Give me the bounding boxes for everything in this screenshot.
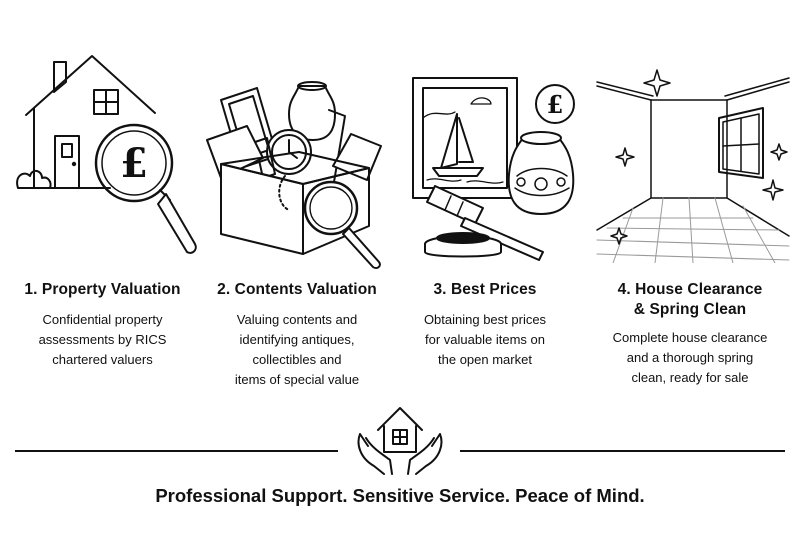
step-2-title: 2. Contents Valuation [217,281,377,298]
step-4-column: 4. House Clearance & Spring Clean Comple… [585,280,795,388]
step-3-desc-line: for valuable items on [425,332,545,347]
pound-coin-text: £ [547,90,564,119]
step-4-desc-line: Complete house clearance [612,330,768,345]
step-3-title: 3. Best Prices [433,281,537,298]
step-3-description: Obtaining best prices for valuable items… [395,310,575,370]
step-1-description: Confidential property assessments by RIC… [0,310,205,370]
step-4-title: 4. House Clearance & Spring Clean [585,280,795,320]
step-3-desc-line: the open market [438,352,532,367]
empty-room-sparkle-icon [593,48,793,263]
pound-symbol-text: £ [120,140,148,187]
step-4-title-line: 4. House Clearance [617,281,763,298]
step-1-desc-line: assessments by RICS [38,332,167,347]
step-3-column: 3. Best Prices Obtaining best prices for… [395,280,575,370]
step-2-desc-line: identifying antiques, [239,332,355,347]
divider-left [15,450,338,452]
tagline: Professional Support. Sensitive Service.… [155,485,645,506]
step-2-column: 2. Contents Valuation Valuing contents a… [197,280,397,390]
step-4-title-line: & Spring Clean [633,301,747,318]
step-1-desc-line: chartered valuers [52,352,153,367]
house-magnifier-pound-icon: £ [10,48,205,263]
step-4-description: Complete house clearance and a thorough … [585,328,795,388]
step-4-desc-line: clean, ready for sale [631,370,749,385]
gavel-painting-vase-icon: £ [405,48,590,263]
step-1-title: 1. Property Valuation [24,281,181,298]
step-2-desc-line: collectibles and [252,352,342,367]
step-2-desc-line: items of special value [234,372,360,387]
step-3-desc-line: Obtaining best prices [423,312,547,327]
step-2-desc-line: Valuing contents and [236,312,358,327]
step-1-column: 1. Property Valuation Confidential prope… [0,280,205,370]
box-of-valuables-icon [205,48,395,270]
step-1-desc-line: Confidential property [42,312,163,327]
hands-house-logo-icon [352,404,448,478]
step-4-desc-line: and a thorough spring [626,350,754,365]
divider-right [460,450,785,452]
step-2-description: Valuing contents and identifying antique… [197,310,397,390]
